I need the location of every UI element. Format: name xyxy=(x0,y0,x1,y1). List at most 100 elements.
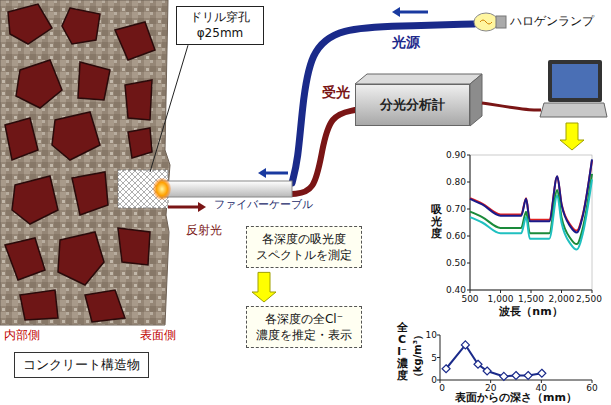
receive-cable xyxy=(292,110,355,194)
axis-unit: （kg/m³） xyxy=(412,330,424,382)
tick-label: 2,000 xyxy=(549,294,575,304)
fiber-probe xyxy=(160,181,292,197)
node-text: ドリル穿孔 φ25mm xyxy=(183,10,257,41)
arrow-head xyxy=(198,202,206,212)
tick-label: 1,500 xyxy=(518,294,544,304)
data-marker xyxy=(461,341,469,349)
tick-label: 0 xyxy=(431,375,437,385)
data-marker xyxy=(512,372,520,380)
flow-arrow xyxy=(266,172,288,175)
tick xyxy=(467,155,470,156)
axis-title: 吸光度 xyxy=(431,204,442,240)
lamp-base xyxy=(496,16,506,28)
tick-label: 5 xyxy=(431,352,437,362)
node-text: コンクリート構造物 xyxy=(23,356,140,374)
callout-box: ドリル穿孔 φ25mm xyxy=(176,6,264,45)
tick-label: 2,500 xyxy=(576,294,602,304)
data-marker xyxy=(524,372,532,380)
signal-label: 受光 xyxy=(322,84,350,100)
axis-line xyxy=(440,335,592,380)
tick xyxy=(467,236,470,237)
tick xyxy=(437,357,440,358)
data-cable xyxy=(482,103,541,110)
axis-title: 波長（nm） xyxy=(499,306,562,319)
aggregate xyxy=(20,290,58,320)
flow-arrow xyxy=(168,206,198,209)
signal-label: 光源 xyxy=(392,34,420,50)
spectrometer-box: 分光分析計 xyxy=(355,84,470,126)
tick-label: 0 xyxy=(439,383,445,393)
tick xyxy=(440,380,441,383)
process-arrow xyxy=(560,123,584,150)
arrow-head xyxy=(258,168,266,178)
laptop-screen-frame xyxy=(548,60,602,102)
leader-line xyxy=(150,45,188,172)
aggregate xyxy=(128,128,152,158)
aggregate xyxy=(5,118,38,160)
step-box: 各深度の吸光度 スペクトルを測定 xyxy=(246,226,362,268)
part-label: ハロゲンランプ xyxy=(510,15,594,29)
data-marker xyxy=(500,372,508,380)
tick xyxy=(500,290,501,293)
spectrum-line xyxy=(470,179,592,249)
aggregate xyxy=(52,112,100,160)
data-marker xyxy=(442,365,450,373)
spectrometer-side xyxy=(470,74,482,126)
node-text: 分光分析計 xyxy=(380,96,445,114)
tick xyxy=(592,290,593,293)
step-box: 各深度の全Cl⁻ 濃度を推定・表示 xyxy=(246,306,362,348)
aggregate xyxy=(78,62,110,100)
halogen-bulb xyxy=(474,13,498,31)
lamp-filament xyxy=(480,20,492,24)
tick-label: 60 xyxy=(586,383,597,393)
part-label: ファイバーケーブル xyxy=(214,199,313,212)
axis-line xyxy=(470,155,592,290)
aggregate xyxy=(16,60,62,108)
data-marker xyxy=(538,369,546,377)
data-marker xyxy=(474,360,482,368)
aggregate xyxy=(72,172,108,215)
structure-box: コンクリート構造物 xyxy=(14,352,149,378)
side-label: 表面側 xyxy=(140,329,176,343)
tick-label: 0.90 xyxy=(446,150,466,160)
aggregate xyxy=(85,290,125,322)
tick xyxy=(592,380,593,383)
light-glow xyxy=(153,178,171,200)
tick xyxy=(437,335,440,336)
node-text: 各深度の全Cl⁻ 濃度を推定・表示 xyxy=(253,311,355,343)
tick xyxy=(467,209,470,210)
tick-label: 0.80 xyxy=(446,177,466,187)
spectrometer-top xyxy=(355,74,482,84)
spectrum-line xyxy=(470,174,592,244)
tick xyxy=(541,380,542,383)
tick xyxy=(470,290,471,293)
laptop-base xyxy=(540,103,607,117)
axis-title: 表面からの深さ（mm） xyxy=(455,392,577,405)
aggregate xyxy=(8,4,52,44)
tick-label: 0.40 xyxy=(446,285,466,295)
axis-title: 全Cl⁻濃度 xyxy=(397,322,408,382)
tick-label: 0.70 xyxy=(446,204,466,214)
aggregate xyxy=(62,8,100,44)
chart-area xyxy=(470,155,592,290)
data-marker xyxy=(483,367,491,375)
tick-label: 0.50 xyxy=(446,258,466,268)
laptop-screen xyxy=(552,64,598,98)
tick-label: 1,000 xyxy=(488,294,514,304)
tick xyxy=(467,182,470,183)
flow-arrow xyxy=(400,11,428,14)
aggregate xyxy=(115,22,155,60)
tick-label: 500 xyxy=(461,294,478,304)
process-arrow xyxy=(252,272,276,302)
tick xyxy=(467,263,470,264)
tick-label: 10 xyxy=(426,330,437,340)
tick xyxy=(561,290,562,293)
aggregate xyxy=(12,176,58,224)
aggregate xyxy=(118,228,150,265)
tick xyxy=(490,380,491,383)
arrow-head xyxy=(392,7,400,17)
node-text: 各深度の吸光度 スペクトルを測定 xyxy=(253,231,355,263)
side-label: 内部側 xyxy=(4,329,40,343)
